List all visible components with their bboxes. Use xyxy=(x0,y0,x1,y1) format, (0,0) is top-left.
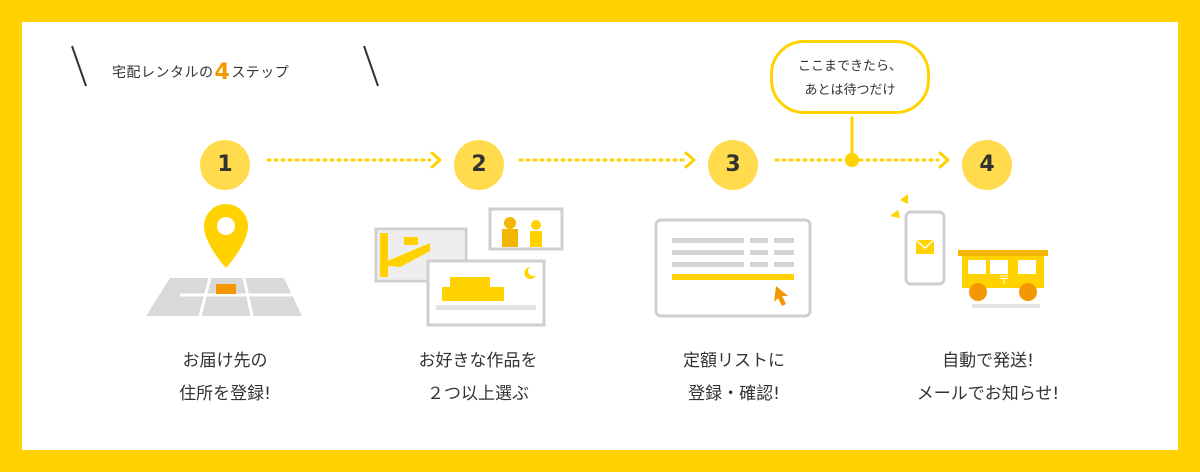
step-1-badge: 1 xyxy=(200,140,250,190)
movie-thumbnails-icon xyxy=(374,207,564,327)
svg-text:〒: 〒 xyxy=(998,273,1010,287)
step-3-badge: 3 xyxy=(708,140,758,190)
step-2-badge: 2 xyxy=(454,140,504,190)
step-4-text: 自動で発送! メールでお知らせ! xyxy=(916,351,1060,404)
list-screen-icon xyxy=(654,218,812,318)
section-title: 宅配レンタルの4ステップ xyxy=(112,60,290,85)
step-2-text: お好きな作品を ２つ以上選ぶ xyxy=(418,351,538,404)
map-pin-icon xyxy=(146,204,302,317)
step-3-text: 定額リストに 登録・確認! xyxy=(683,351,785,404)
bubble-line-1: ここまできたら、 xyxy=(797,59,902,74)
mail-truck-icon: 〒 xyxy=(890,194,1048,308)
step-1-text: お届け先の 住所を登録! xyxy=(179,351,271,404)
step-4-badge: 4 xyxy=(962,140,1012,190)
waiting-bubble: ここまできたら、 あとは待つだけ xyxy=(770,40,930,114)
bubble-line-2: あとは待つだけ xyxy=(804,83,896,98)
